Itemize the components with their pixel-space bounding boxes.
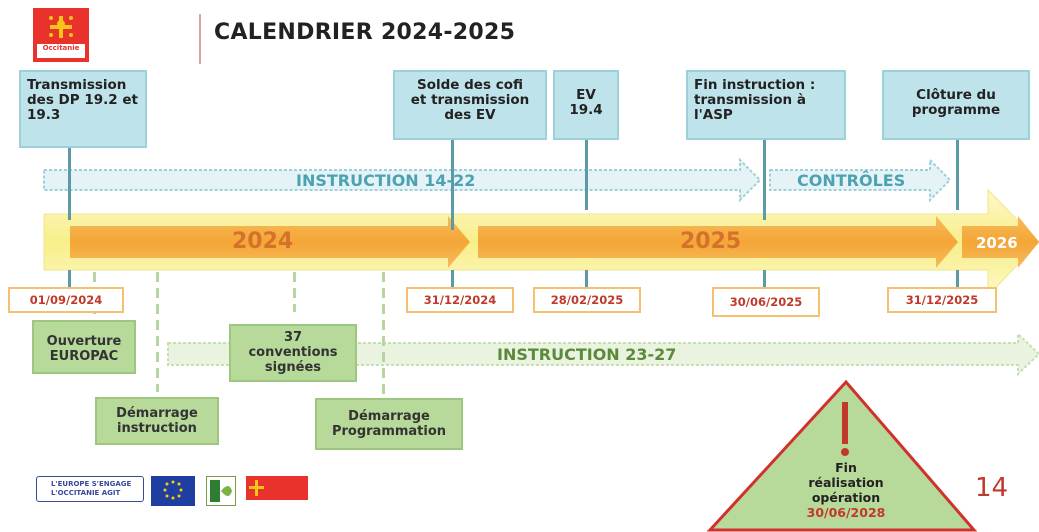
region-occitanie-logo bbox=[33, 8, 89, 62]
year-2025-label: 2025 bbox=[680, 229, 742, 254]
connector-line bbox=[763, 140, 766, 220]
milestone-line: l'ASP bbox=[694, 107, 733, 123]
box-line: instruction bbox=[117, 421, 197, 436]
title-separator bbox=[199, 14, 201, 64]
fin-date: 30/06/2028 bbox=[806, 505, 886, 520]
milestone-line: 19.3 bbox=[27, 107, 61, 123]
instruction-23-27-label: INSTRUCTION 23-27 bbox=[497, 345, 677, 364]
box-line: Démarrage bbox=[348, 409, 430, 424]
milestone-line: Clôture du bbox=[916, 87, 996, 103]
date-30-06-2025: 30/06/2025 bbox=[712, 287, 820, 317]
year-2026-label: 2026 bbox=[976, 234, 1018, 252]
milestone-line: des EV bbox=[444, 107, 496, 123]
connector-line bbox=[763, 270, 766, 288]
milestone-cloture-programme: Clôture du programme bbox=[882, 70, 1030, 140]
milestone-line: EV bbox=[576, 87, 596, 103]
year-2024-label: 2024 bbox=[232, 229, 294, 254]
page-title: CALENDRIER 2024-2025 bbox=[214, 20, 516, 45]
fin-line: Fin bbox=[835, 460, 857, 475]
connector-line bbox=[451, 140, 454, 230]
milestone-line: et transmission bbox=[410, 92, 530, 108]
fin-line: réalisation bbox=[808, 475, 884, 490]
date-31-12-2024: 31/12/2024 bbox=[406, 287, 514, 313]
milestone-line: Fin instruction : bbox=[694, 77, 816, 93]
fin-line: opération bbox=[811, 490, 881, 505]
milestone-transmission-dp: Transmission des DP 19.2 et 19.3 bbox=[19, 70, 147, 148]
connector-line bbox=[68, 140, 71, 220]
box-line: conventions bbox=[248, 345, 338, 360]
leader-logo-icon bbox=[206, 476, 236, 506]
fin-realisation-triangle bbox=[706, 379, 978, 532]
demarrage-programmation-box: Démarrage Programmation bbox=[315, 398, 463, 450]
milestone-solde-cofi: Solde des cofi et transmission des EV bbox=[393, 70, 547, 140]
controles-label: CONTRÔLES bbox=[797, 171, 906, 190]
instruction-14-22-arrow bbox=[43, 157, 762, 203]
page-number: 14 bbox=[975, 473, 1009, 503]
box-line: Programmation bbox=[331, 424, 447, 439]
occitanie-footer-logo bbox=[246, 476, 308, 500]
instruction-14-22-label: INSTRUCTION 14-22 bbox=[296, 171, 476, 190]
box-line: Ouverture bbox=[46, 334, 122, 349]
connector-line bbox=[451, 270, 454, 288]
logo-text: L'EUROPE S'ENGAGE bbox=[51, 480, 132, 488]
connector-line bbox=[585, 140, 588, 210]
year-2025-arrow bbox=[478, 216, 958, 268]
milestone-line: programme bbox=[911, 102, 1001, 118]
green-connector-line bbox=[382, 272, 385, 394]
date-31-12-2025: 31/12/2025 bbox=[887, 287, 997, 313]
region-logo-label: Occitanie bbox=[42, 44, 80, 52]
eu-flag-icon bbox=[151, 476, 195, 506]
fin-realisation-text: Fin réalisation opération 30/06/2028 bbox=[751, 460, 941, 520]
milestone-line: Solde des cofi bbox=[417, 77, 523, 93]
milestone-line: des DP 19.2 et bbox=[27, 92, 138, 108]
milestone-fin-instruction: Fin instruction : transmission à l'ASP bbox=[686, 70, 846, 140]
milestone-line: Transmission bbox=[27, 77, 127, 93]
box-line: signées bbox=[264, 360, 322, 375]
date-28-02-2025: 28/02/2025 bbox=[533, 287, 641, 313]
demarrage-instruction-box: Démarrage instruction bbox=[95, 397, 219, 445]
logo-text: L'OCCITANIE AGIT bbox=[51, 489, 121, 497]
box-line: Démarrage bbox=[116, 406, 198, 421]
date-01-09-2024: 01/09/2024 bbox=[8, 287, 124, 313]
connector-line bbox=[956, 140, 959, 210]
box-line: 37 bbox=[283, 330, 303, 345]
green-connector-line bbox=[293, 272, 296, 312]
europe-occitanie-logo: L'EUROPE S'ENGAGE L'OCCITANIE AGIT bbox=[36, 476, 144, 502]
connector-line bbox=[585, 270, 588, 288]
year-2026-arrow bbox=[962, 216, 1039, 268]
box-line: EUROPAC bbox=[49, 349, 119, 364]
controles-arrow bbox=[769, 157, 952, 203]
milestone-line: transmission à bbox=[694, 92, 806, 108]
milestone-ev-19-4: EV 19.4 bbox=[553, 70, 619, 140]
conventions-signees-box: 37 conventions signées bbox=[229, 324, 357, 382]
instruction-23-27-arrow bbox=[167, 331, 1039, 377]
connector-line bbox=[68, 270, 71, 288]
exclamation-icon bbox=[842, 402, 848, 444]
year-2024-arrow bbox=[70, 216, 470, 268]
ouverture-europac-box: Ouverture EUROPAC bbox=[32, 320, 136, 374]
milestone-line: 19.4 bbox=[569, 102, 603, 118]
green-connector-line bbox=[156, 272, 159, 392]
connector-line bbox=[956, 270, 959, 288]
